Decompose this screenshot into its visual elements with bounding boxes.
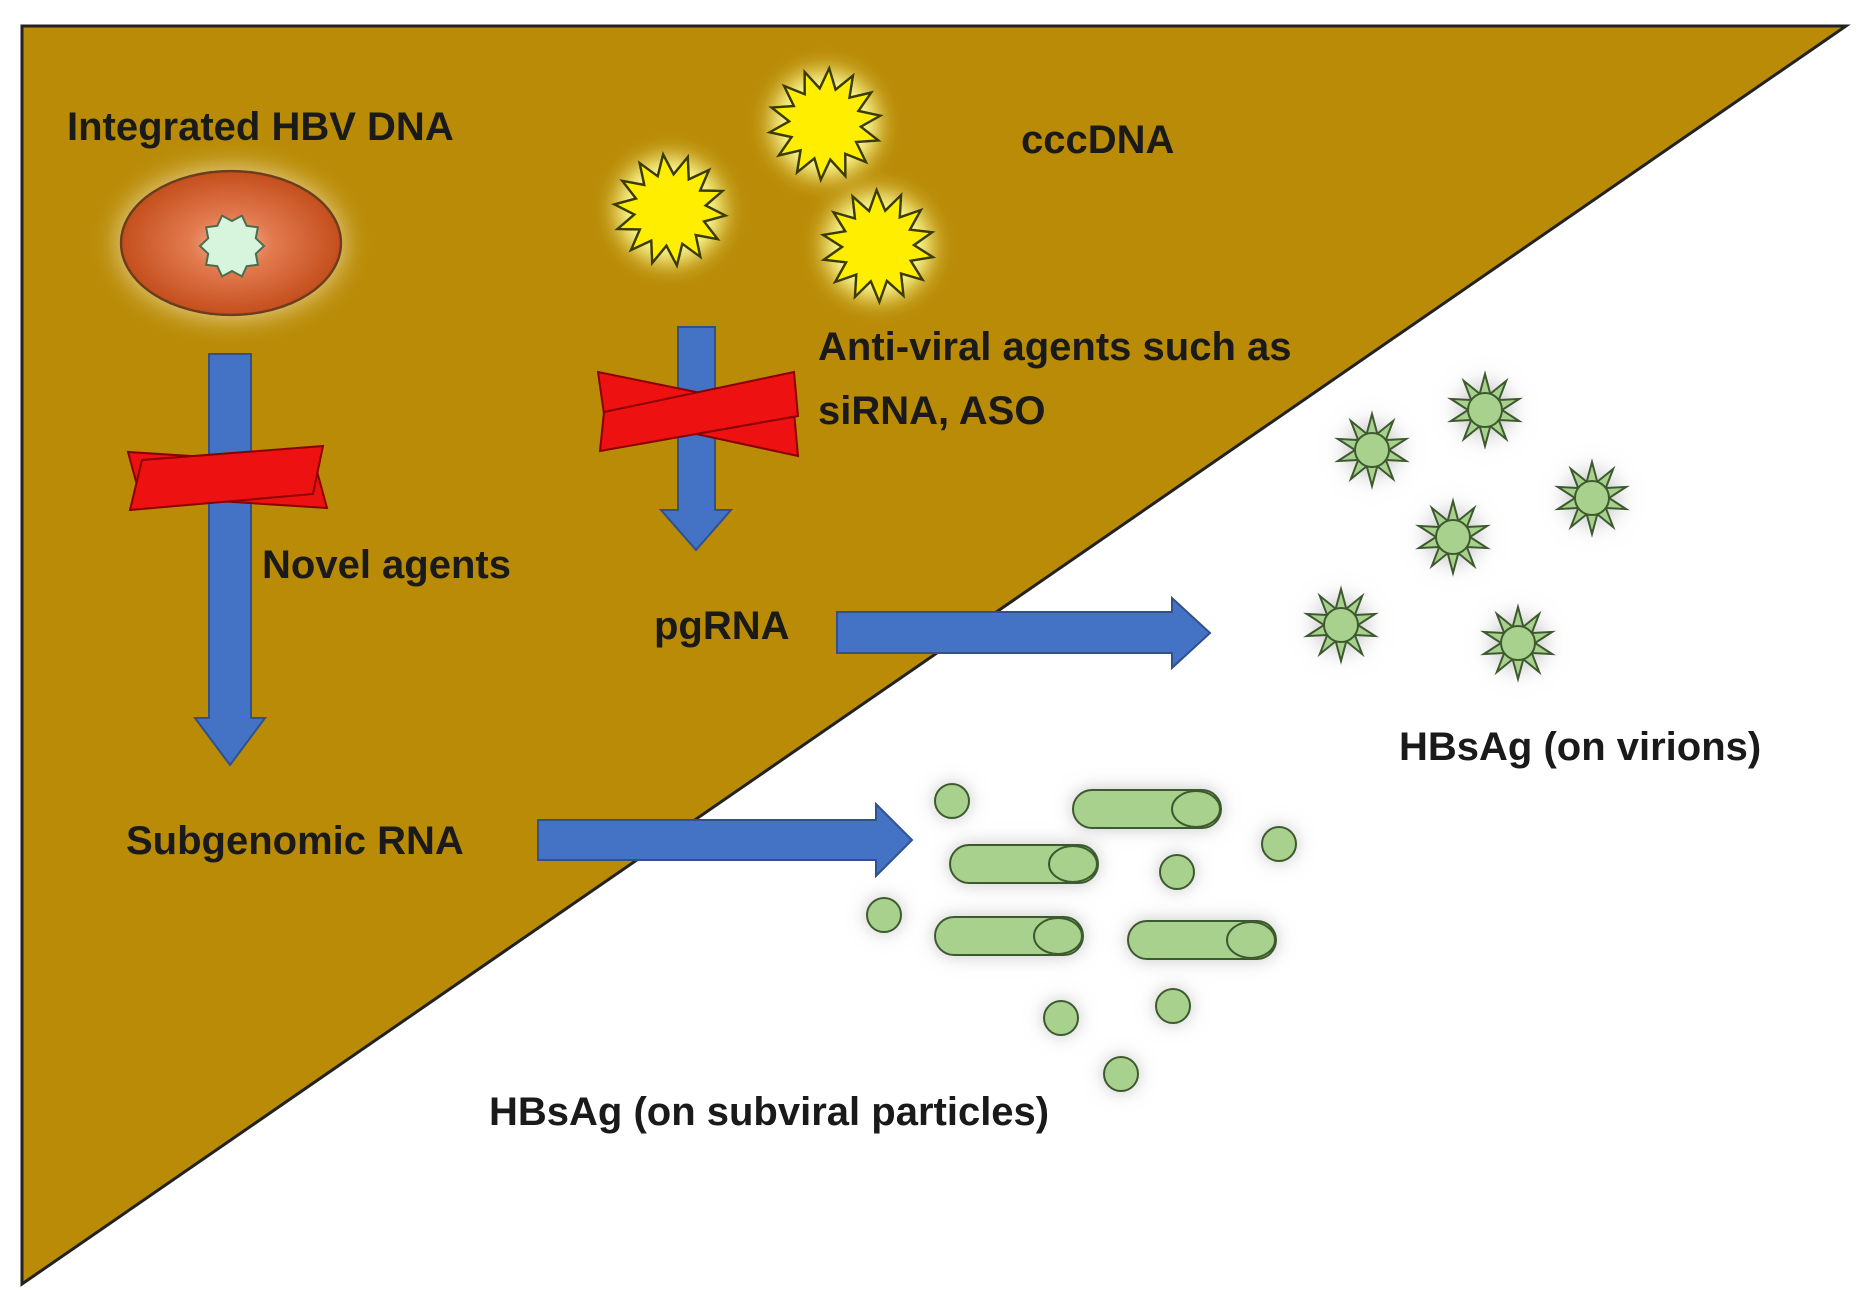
starburst-icon	[766, 64, 884, 184]
red-x-icon	[596, 370, 800, 458]
green-sphere-icon	[866, 897, 902, 933]
novel-agents-label: Novel agents	[262, 543, 511, 587]
green-sphere-icon	[1155, 988, 1191, 1024]
green-filament-icon	[934, 916, 1084, 956]
virion-core	[1354, 432, 1390, 468]
red-x-icon	[126, 444, 329, 512]
green-sphere-icon	[934, 783, 970, 819]
green-sphere-icon	[1261, 826, 1297, 862]
green-sphere-icon	[1159, 854, 1195, 890]
hbsag-subviral-particles	[866, 783, 1297, 1092]
starburst-icon	[610, 150, 730, 270]
cell-region	[20, 24, 1851, 1287]
arrow-pgrna-to-virions	[836, 595, 1212, 671]
green-sphere-icon	[1103, 1056, 1139, 1092]
cccdna-label: cccDNA	[1021, 118, 1175, 162]
hbsag-virions-label: HBsAg (on virions)	[1399, 725, 1762, 769]
green-filament-icon	[1072, 789, 1222, 829]
arrow-cccdna-to-pgrna	[658, 326, 734, 552]
virion-core	[1500, 625, 1536, 661]
virion-core	[1467, 392, 1503, 428]
virion-core	[1574, 480, 1610, 516]
antiviral-agents-label-line2: siRNA, ASO	[818, 389, 1046, 433]
pgrna-label: pgRNA	[654, 604, 790, 648]
hbsag-subviral-label: HBsAg (on subviral particles)	[489, 1090, 1050, 1134]
virion-core	[1323, 607, 1359, 643]
hbsag-virions	[1303, 370, 1630, 683]
arrow-subgenomic-to-subviral	[537, 801, 914, 879]
green-filament-icon	[949, 844, 1099, 884]
starburst-icon	[819, 186, 937, 306]
cccdna-icons	[610, 64, 937, 306]
integrated-hbv-dna-label: Integrated HBV DNA	[67, 105, 454, 149]
green-filament-icon	[1127, 920, 1277, 960]
green-sphere-icon	[1043, 1000, 1079, 1036]
subgenomic-rna-label: Subgenomic RNA	[126, 819, 464, 863]
integrated-dna-star-icon	[198, 214, 266, 278]
virion-core	[1435, 519, 1471, 555]
antiviral-agents-label-line1: Anti-viral agents such as	[818, 325, 1292, 369]
